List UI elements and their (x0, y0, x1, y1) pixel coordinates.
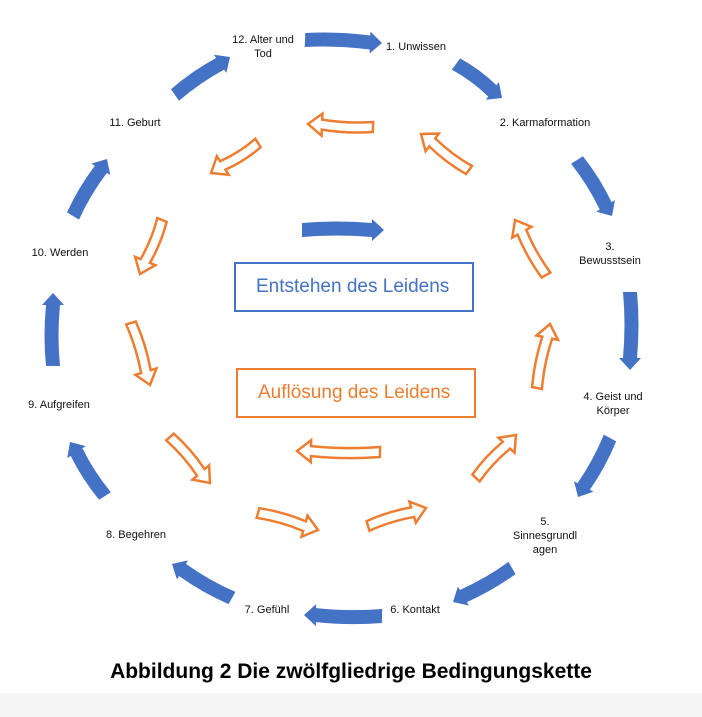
link-label-10: 10. Werden (31, 247, 89, 259)
blue-arrow (171, 560, 236, 605)
orange-hollow-arrow (419, 132, 474, 176)
blue-arrow (67, 442, 111, 500)
link-label-11: 11. Geburt (109, 117, 161, 129)
blue-arrow (571, 156, 615, 217)
link-label-8: 8. Begehren (106, 529, 166, 541)
blue-arrow (451, 58, 503, 100)
link-label-6: 6. Kontakt (390, 604, 440, 616)
link-label-7: 7. Gefühl (244, 604, 290, 616)
orange-hollow-arrow (294, 437, 382, 465)
orange-hollow-arrow (124, 320, 159, 387)
blue-arrow (66, 158, 111, 220)
footer-bar (0, 693, 702, 717)
orange-hollow-arrow (364, 499, 428, 533)
blue-arrow (42, 293, 64, 366)
orange-hollow-arrow (209, 136, 263, 177)
orange-hollow-arrow (530, 322, 561, 391)
orange-hollow-arrow (164, 432, 212, 485)
arising-label: Entstehen des Leidens (256, 276, 450, 297)
orange-hollow-arrow (470, 433, 518, 484)
orange-hollow-arrow (255, 506, 320, 539)
dissolution-label: Auflösung des Leidens (258, 382, 451, 403)
orange-hollow-arrow (510, 218, 553, 280)
blue-arrow (171, 54, 231, 101)
link-label-1: 1. Unwissen (386, 41, 446, 53)
blue-arrow (453, 561, 516, 606)
arising-of-suffering-box: Entstehen des Leidens (234, 262, 474, 312)
blue-arrow (302, 219, 384, 241)
link-label-9: 9. Aufgreifen (28, 399, 90, 411)
link-label-12: 12. Alter und Tod (232, 34, 294, 60)
figure-caption: Abbildung 2 Die zwölfgliedrige Bedingung… (110, 660, 592, 683)
link-label-3: 3. Bewusstsein (579, 241, 641, 267)
orange-hollow-arrow (305, 111, 375, 139)
blue-arrow (304, 31, 382, 54)
blue-arrow (619, 292, 641, 370)
blue-arrow (574, 434, 617, 498)
link-label-4: 4. Geist und Körper (583, 391, 643, 417)
link-label-2: 2. Karmaformation (499, 117, 591, 129)
dissolution-of-suffering-box: Auflösung des Leidens (236, 368, 476, 418)
blue-arrow (304, 604, 383, 627)
link-label-5: 5. Sinnesgrundl agen (512, 516, 578, 556)
orange-hollow-arrow (133, 216, 169, 276)
